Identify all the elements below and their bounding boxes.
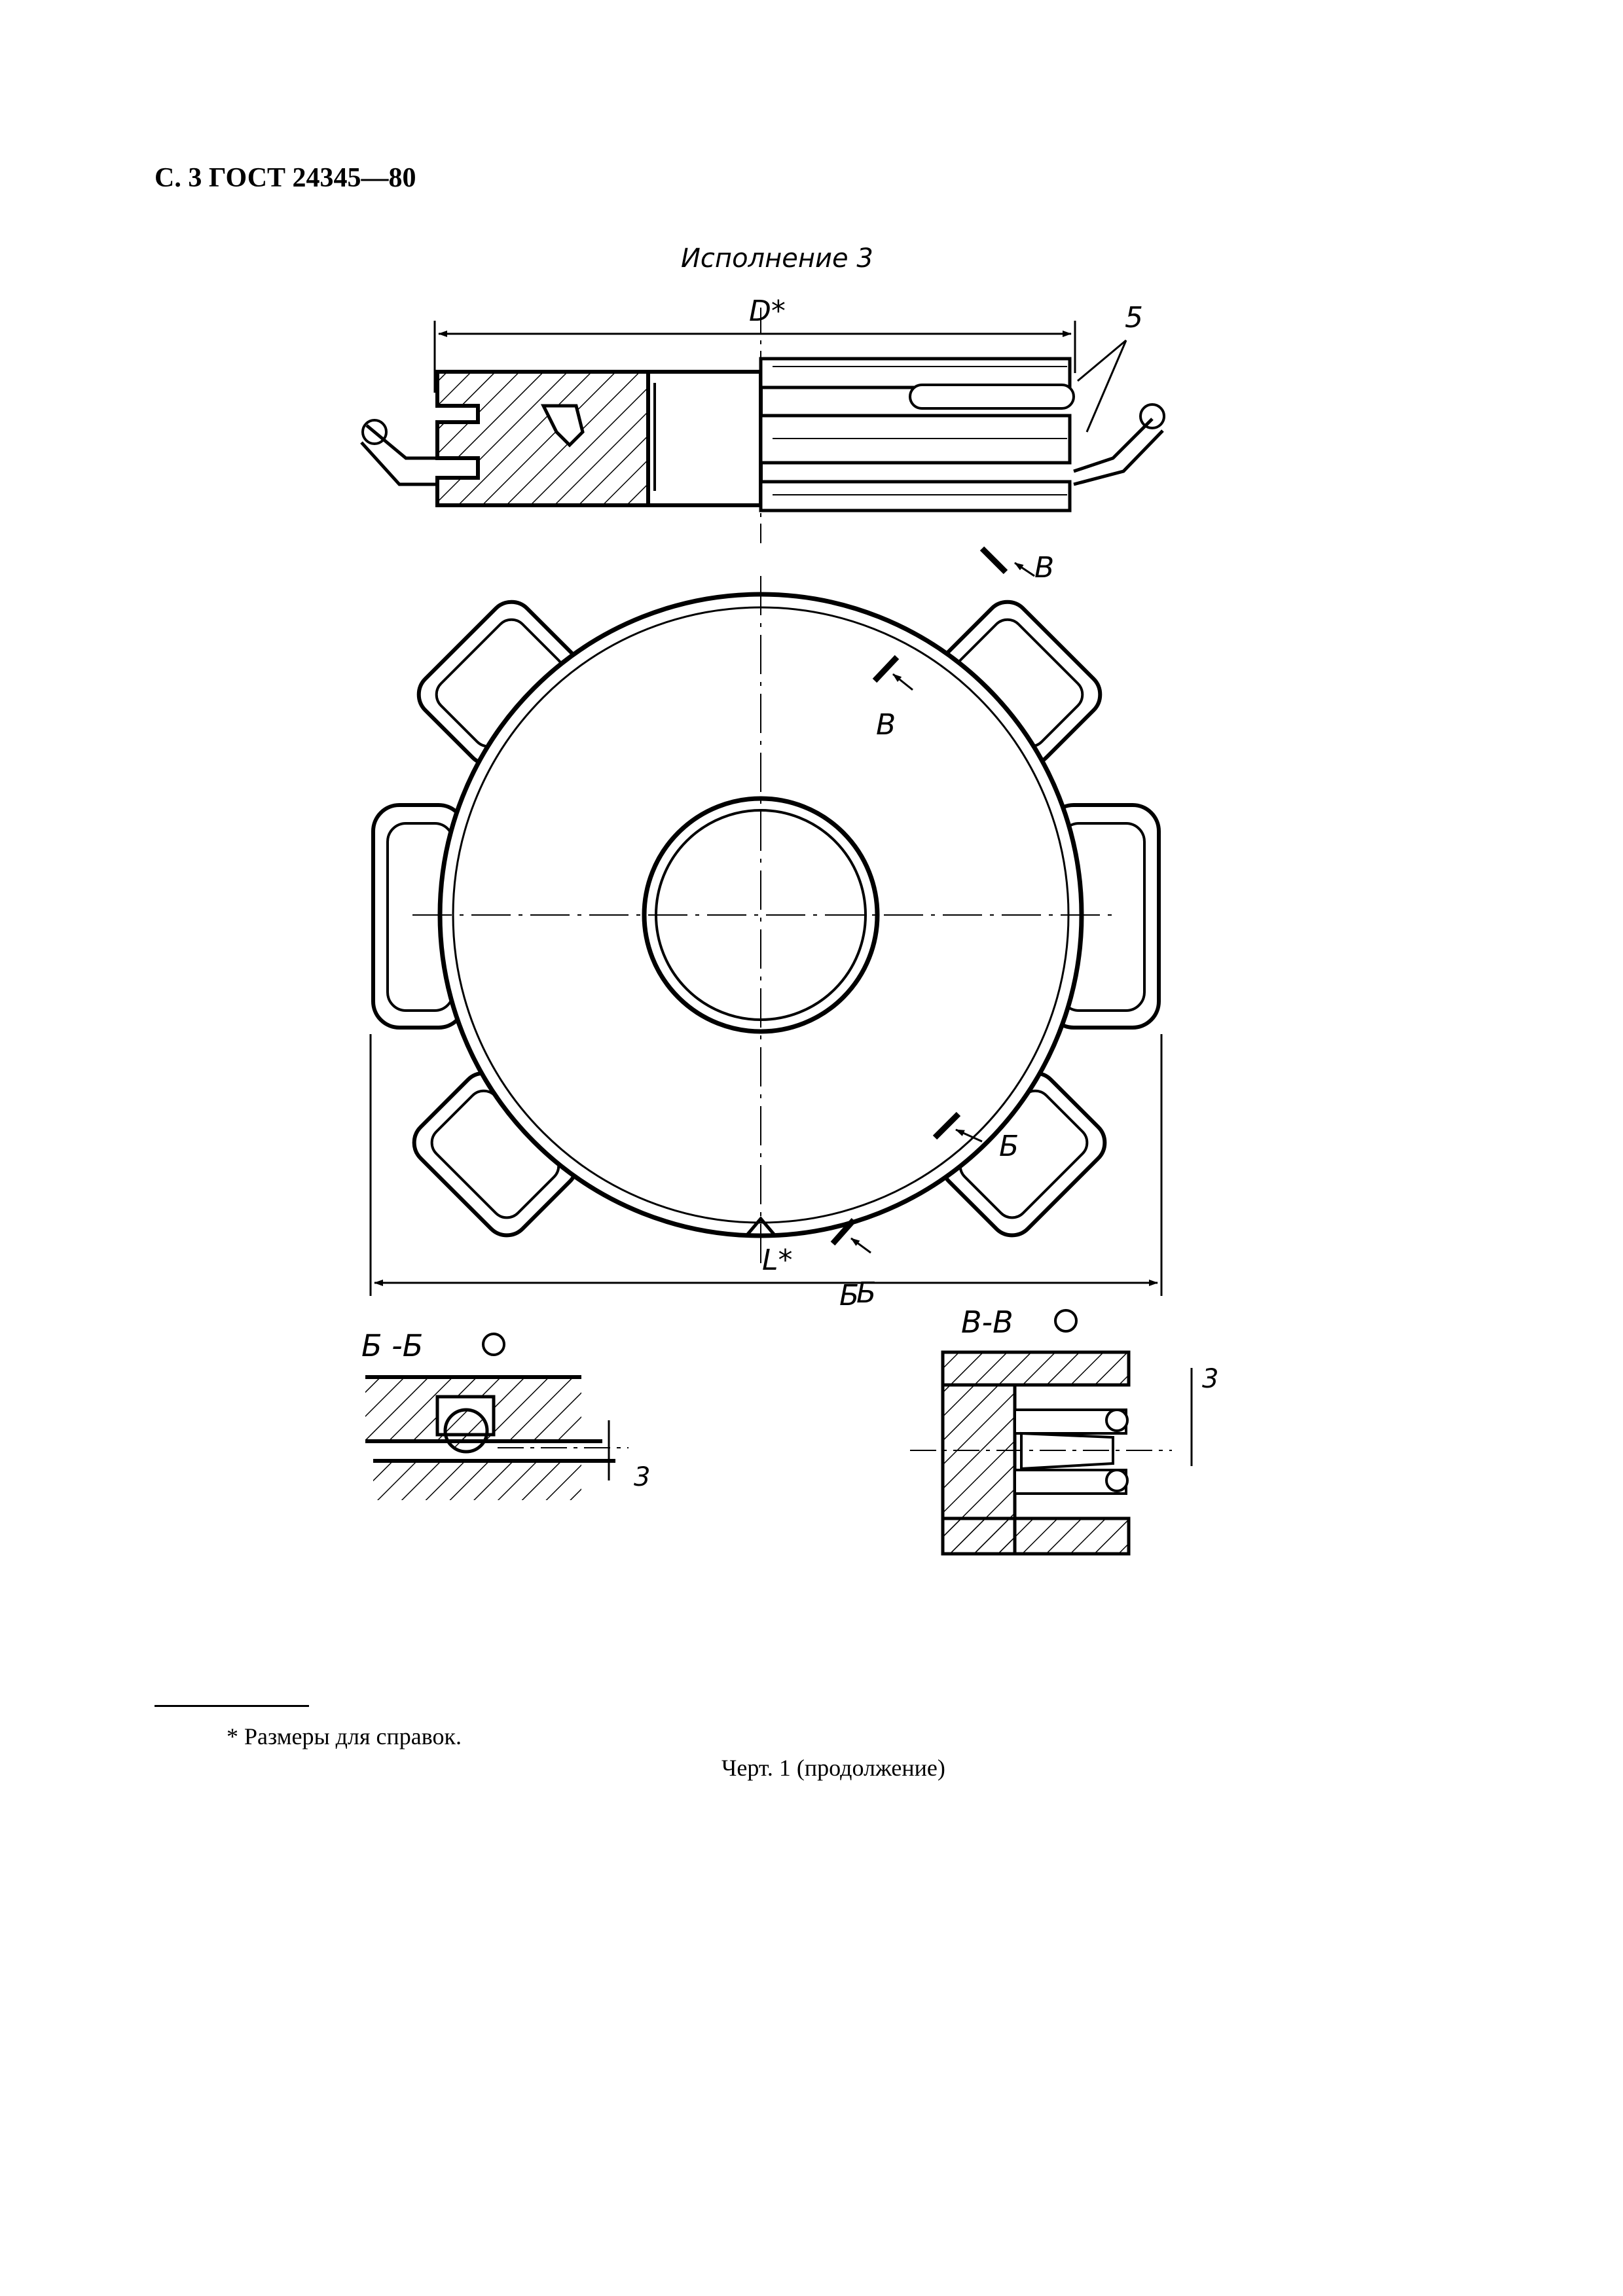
section-B-right-label: Б — [999, 1130, 1019, 1163]
leader-5-label: 5 — [1125, 301, 1143, 334]
footnote-rule — [155, 1705, 309, 1707]
detail-BB-title: Б -Б — [361, 1328, 423, 1363]
detail-VV-view — [910, 1350, 1193, 1556]
top-section-view — [360, 308, 1165, 543]
section-B-bottom-label: Б — [856, 1276, 876, 1310]
footnote: * Размеры для справок. — [227, 1723, 462, 1749]
section-V-inner-label: В — [876, 708, 896, 742]
detail-BB-dim: 3 — [634, 1462, 650, 1492]
detail-VV-rotation-icon — [1054, 1309, 1078, 1333]
plan-view — [369, 546, 1163, 1296]
drawing-title: Исполнение 3 — [681, 243, 873, 274]
detail-BB-rotation-icon — [482, 1333, 505, 1356]
section-V-top-label: В — [1034, 551, 1054, 584]
figure-caption: Черт. 1 (продолжение) — [721, 1755, 945, 1781]
dim-D-label: D* — [749, 295, 786, 328]
detail-VV-title: В-В — [961, 1304, 1013, 1340]
page-header: С. 3 ГОСТ 24345—80 — [155, 163, 416, 193]
dim-L-label: L* — [762, 1244, 793, 1277]
detail-VV-dim: 3 — [1202, 1364, 1218, 1394]
dim-B-label: Б — [839, 1279, 859, 1312]
detail-BB-view — [365, 1375, 629, 1500]
